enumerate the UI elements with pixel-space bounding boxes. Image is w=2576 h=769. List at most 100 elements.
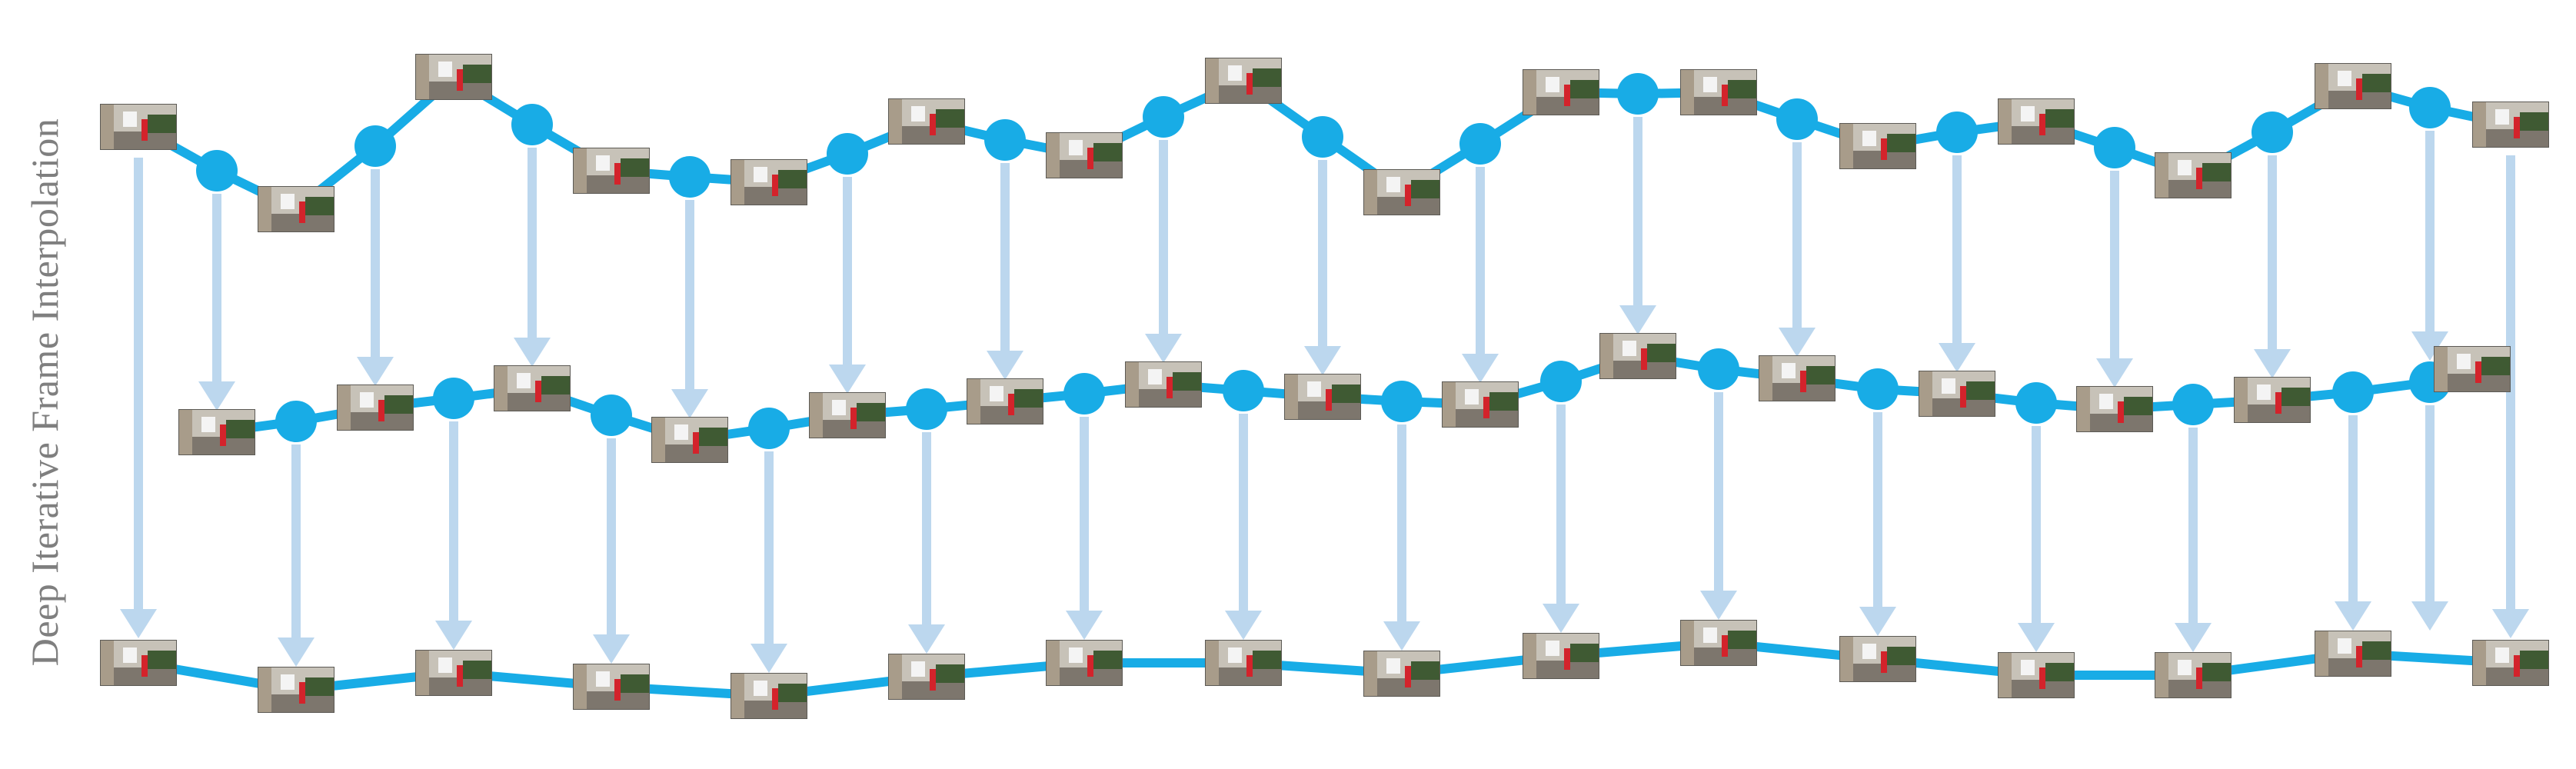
arrow-head [593,634,630,664]
middle-row-nodes [178,333,2511,463]
arrow-head [908,624,945,654]
down-arrow-icon [1939,155,1975,372]
interpolated-frame-dot-icon [1698,348,1739,390]
interpolated-frame-dot-icon [906,388,947,430]
video-frame-thumbnail [1919,371,1995,417]
video-frame-thumbnail [809,392,886,438]
video-frame-thumbnail [494,365,571,411]
video-frame-thumbnail [2315,631,2391,677]
interpolated-frame-dot-icon [511,104,553,145]
down-arrow-icon [2411,131,2448,361]
video-frame-thumbnail [1839,123,1916,169]
video-frame-thumbnail [573,664,650,710]
interpolated-frame-dot-icon [1381,381,1423,422]
down-arrow-icon [1145,140,1182,363]
arrow-head [1700,591,1737,620]
video-frame-thumbnail [1680,69,1757,115]
down-arrow-icon [1700,392,1737,620]
arrow-head [1383,621,1420,651]
down-arrow-icon [2335,415,2371,631]
video-frame-thumbnail [2434,346,2511,392]
interpolated-frame-dot-icon [591,394,632,436]
arrow-head [278,638,315,667]
video-frame-thumbnail [415,54,492,100]
down-arrow-icon [514,148,551,367]
video-frame-thumbnail [1205,640,1282,686]
down-arrow-icon [1225,414,1262,640]
arrow-head [1859,607,1896,636]
video-frame-thumbnail [2472,102,2549,148]
down-arrow-icon [2492,155,2529,638]
video-frame-thumbnail [1046,132,1123,178]
video-frame-thumbnail [1998,98,2075,145]
arrow-head [987,351,1023,380]
video-frame-thumbnail [1759,355,1835,401]
interpolated-frame-dot-icon [2094,127,2135,168]
video-frame-thumbnail [415,650,492,696]
interpolated-frame-dot-icon [354,125,396,167]
video-frame-thumbnail [1205,58,1282,104]
bottom-trajectory-line [134,638,2515,701]
interpolated-frame-dot-icon [984,119,1026,161]
arrow-head [1066,611,1103,640]
arrow-head [1543,604,1579,633]
interpolated-frame-dot-icon [2252,112,2293,153]
arrow-head [751,644,787,673]
interpolated-frame-dot-icon [1459,123,1501,165]
down-arrow-icon [671,200,708,418]
video-frame-thumbnail [1998,652,2075,698]
down-arrow-icon [1066,417,1103,640]
arrow-head [198,381,235,411]
arrow-head [1304,346,1341,375]
down-arrow-icon [1859,412,1896,636]
down-arrow-icon [120,158,157,638]
video-frame-thumbnail [1363,651,1440,697]
arrow-head [2492,609,2529,638]
arrow-head [1225,611,1262,640]
arrow-head [1779,328,1816,357]
interpolated-frame-dot-icon [1143,96,1184,138]
arrow-head [357,357,394,386]
down-arrow-icon [593,438,630,664]
down-arrow-icon [1779,142,1816,357]
interpolated-frame-dot-icon [1540,361,1582,402]
interpolated-frame-dot-icon [2332,371,2374,413]
interpolated-frame-dot-icon [275,401,317,442]
video-frame-thumbnail [888,654,965,700]
interpolated-frame-dot-icon [2172,384,2214,425]
video-frame-thumbnail [1442,381,1519,428]
video-frame-thumbnail [178,409,255,455]
interpolated-frame-dot-icon [1302,116,1343,158]
video-frame-thumbnail [888,98,965,145]
propagation-arrows [120,117,2529,673]
down-arrow-icon [2096,171,2133,388]
video-frame-thumbnail [1680,620,1757,666]
video-frame-thumbnail [651,417,728,463]
video-frame-thumbnail [100,640,177,686]
arrow-head [1462,354,1499,383]
interpolated-frame-dot-icon [1857,368,1899,410]
arrow-head [2096,358,2133,388]
video-frame-thumbnail [1523,69,1599,115]
video-frame-thumbnail [1363,169,1440,215]
interpolated-frame-dot-icon [433,378,474,419]
down-arrow-icon [2175,428,2212,652]
video-frame-thumbnail [1839,636,1916,682]
interpolated-frame-dot-icon [1063,373,1105,414]
arrow-head [2254,349,2291,378]
interpolated-frame-dot-icon [1936,112,1978,153]
arrow-head [435,621,472,650]
video-frame-thumbnail [258,667,334,713]
video-frame-thumbnail [2155,652,2232,698]
video-frame-thumbnail [1125,361,1202,408]
video-frame-thumbnail [573,148,650,194]
arrow-head [2175,623,2212,652]
video-frame-thumbnail [2315,63,2391,109]
arrow-head [829,365,866,394]
video-frame-thumbnail [1284,374,1361,420]
interpolated-frame-dot-icon [2015,382,2057,424]
down-arrow-icon [2018,426,2055,652]
video-frame-thumbnail [2076,386,2153,432]
down-arrow-icon [1383,424,1420,651]
